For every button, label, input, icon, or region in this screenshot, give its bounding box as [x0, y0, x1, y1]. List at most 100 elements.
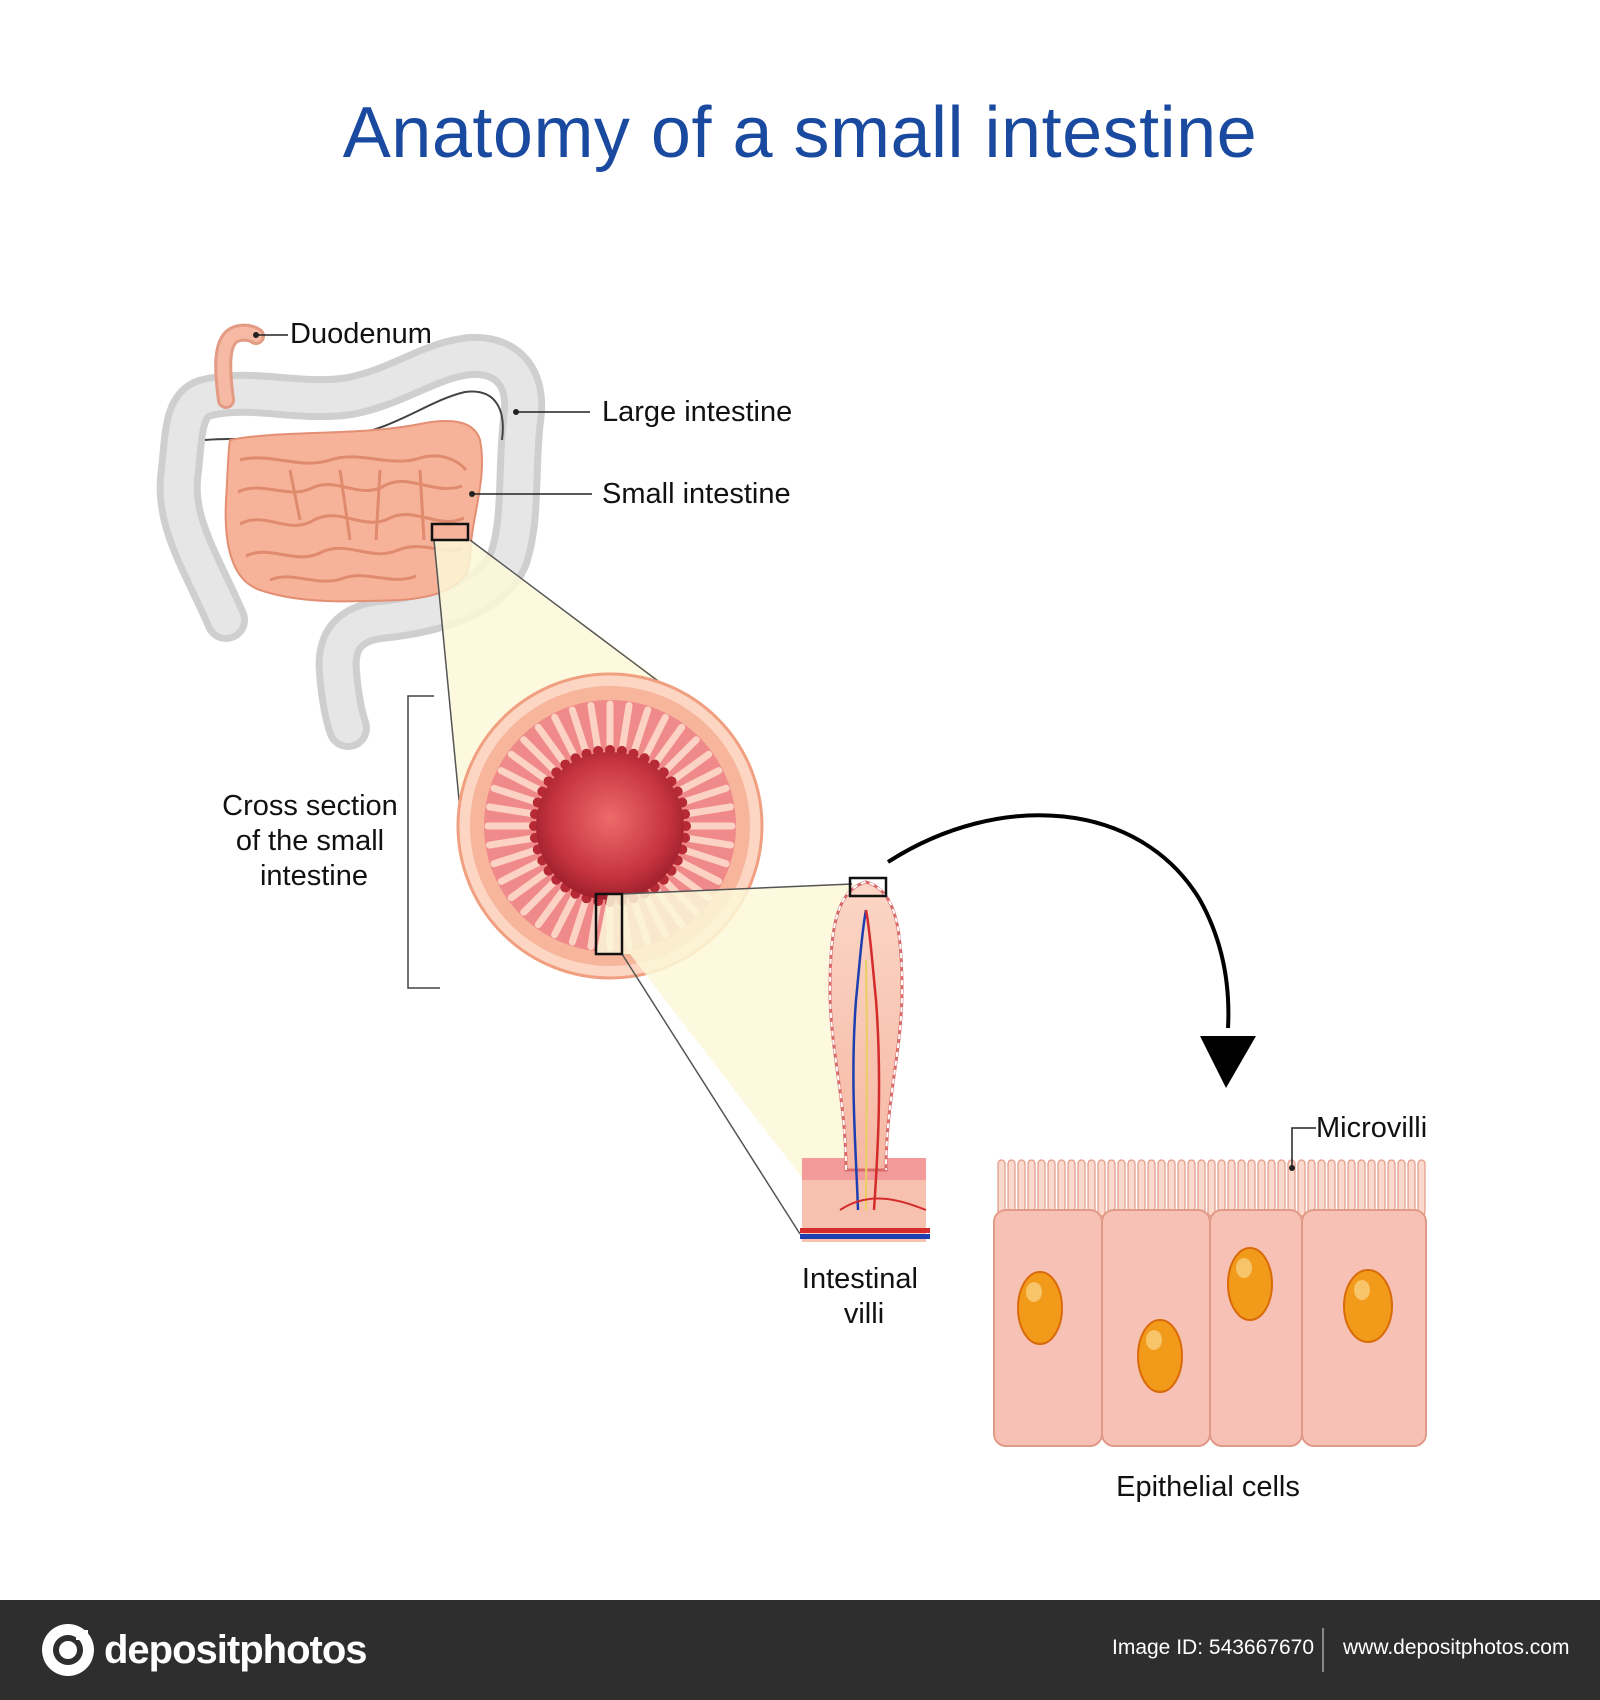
microvilli	[997, 1159, 1426, 1217]
microvillus	[1347, 1159, 1356, 1217]
villus-fold	[507, 750, 551, 784]
microvillus	[1307, 1159, 1316, 1217]
microvillus	[1087, 1159, 1096, 1217]
villus-fold	[486, 803, 537, 818]
villus-fold	[675, 767, 723, 795]
microvillus	[1387, 1159, 1396, 1217]
villus-fold	[630, 706, 652, 756]
footer-url-link[interactable]: www.depositphotos.com	[1343, 1636, 1570, 1659]
microvillus	[1107, 1159, 1116, 1217]
label-cross-section-line3: intestine	[260, 860, 368, 892]
microvillus	[1337, 1159, 1346, 1217]
page-title: Anatomy of a small intestine	[342, 93, 1258, 173]
microvillus	[1407, 1159, 1416, 1217]
microvillus	[1267, 1159, 1276, 1217]
villus-fold	[641, 713, 669, 761]
logo-text: depositphotos	[104, 1627, 368, 1672]
footer-bar: depositphotos Image ID: 543667670 www.de…	[0, 1600, 1600, 1700]
microvillus	[1417, 1159, 1426, 1217]
small-intestine-loops	[237, 454, 468, 583]
label-cross-section-line1: Cross section	[222, 790, 398, 822]
microvillus	[1187, 1159, 1196, 1217]
microvillus	[1397, 1159, 1406, 1217]
small-intestine	[224, 420, 484, 603]
epithelial-cell-3	[1209, 1209, 1303, 1447]
villus-fold	[680, 784, 730, 806]
villus-fold	[618, 702, 633, 753]
villus-fold	[680, 846, 730, 868]
villus-fold	[497, 767, 545, 795]
label-microvilli: Microvilli	[1316, 1112, 1427, 1144]
villus-fold	[587, 702, 602, 753]
microvillus	[1367, 1159, 1376, 1217]
microvillus	[1027, 1159, 1036, 1217]
villus-fold	[490, 784, 540, 806]
label-epithelial-cells: Epithelial cells	[1116, 1471, 1300, 1503]
label-small-intestine: Small intestine	[602, 478, 791, 510]
microvillus	[1047, 1159, 1056, 1217]
microvillus	[1127, 1159, 1136, 1217]
villus-fold	[683, 803, 734, 818]
zoom-arrow	[886, 813, 1231, 1029]
microvillus	[1297, 1159, 1306, 1217]
villus-fold	[534, 885, 568, 929]
microvillus	[1257, 1159, 1266, 1217]
label-cross-section-line2: of the small	[236, 825, 384, 857]
villus-fold	[568, 706, 590, 756]
villus-fold	[675, 857, 723, 885]
cross-section-bracket	[407, 695, 440, 989]
zoom-box-cross-section	[594, 892, 624, 956]
zoom-box-villus	[848, 876, 888, 898]
nucleus-4	[1343, 1269, 1393, 1343]
epithelial-cells	[993, 1159, 1427, 1447]
footer-divider	[1322, 1628, 1324, 1672]
zoom-box-small-intestine	[430, 522, 470, 542]
microvillus	[1147, 1159, 1156, 1217]
villus-fold	[551, 713, 579, 761]
microvillus	[1317, 1159, 1326, 1217]
label-villi-line2: villi	[844, 1298, 884, 1330]
villus-fold	[661, 736, 700, 775]
microvillus	[1207, 1159, 1216, 1217]
large-intestine-outline	[163, 340, 539, 743]
villus-fold	[683, 834, 734, 849]
nucleus-2	[1137, 1319, 1183, 1393]
intestinal-villus	[800, 876, 930, 1242]
microvillus	[1217, 1159, 1226, 1217]
microvillus	[1137, 1159, 1146, 1217]
microvillus	[1067, 1159, 1076, 1217]
microvillus	[1277, 1159, 1286, 1217]
microvillus	[1057, 1159, 1066, 1217]
microvillus	[1177, 1159, 1186, 1217]
label-large-intestine: Large intestine	[602, 396, 792, 428]
microvillus	[1077, 1159, 1086, 1217]
villus-fold	[486, 834, 537, 849]
microvillus	[1247, 1159, 1256, 1217]
villus-fold	[520, 877, 559, 916]
image-id-label: Image ID:	[1112, 1636, 1204, 1659]
microvillus	[1327, 1159, 1336, 1217]
microvillus	[1167, 1159, 1176, 1217]
anatomy-diagram: Duodenum Large intestine Small intestine…	[156, 318, 1427, 1503]
label-duodenum: Duodenum	[290, 318, 432, 350]
microvillus	[1117, 1159, 1126, 1217]
villus-fold	[490, 846, 540, 868]
villus-fold	[568, 896, 590, 946]
label-villi-line1: Intestinal	[802, 1263, 918, 1295]
microvillus	[1237, 1159, 1246, 1217]
microvillus	[1097, 1159, 1106, 1217]
villus-fold	[652, 723, 686, 767]
cross-section	[456, 672, 764, 980]
villus-fold	[669, 750, 713, 784]
microvillus	[1377, 1159, 1386, 1217]
cross-section-lumen	[536, 752, 684, 900]
depositphotos-logo[interactable]: depositphotos	[40, 1622, 368, 1678]
label-intestinal-villi: Intestinal villi	[802, 1263, 926, 1330]
microvilli-pointer	[1291, 1127, 1316, 1168]
microvillus	[1197, 1159, 1206, 1217]
microvillus	[1227, 1159, 1236, 1217]
nucleus-3	[1227, 1247, 1273, 1321]
magnifier-cone-2	[596, 884, 856, 1230]
villus-fold	[534, 723, 568, 767]
microvillus	[1017, 1159, 1026, 1217]
